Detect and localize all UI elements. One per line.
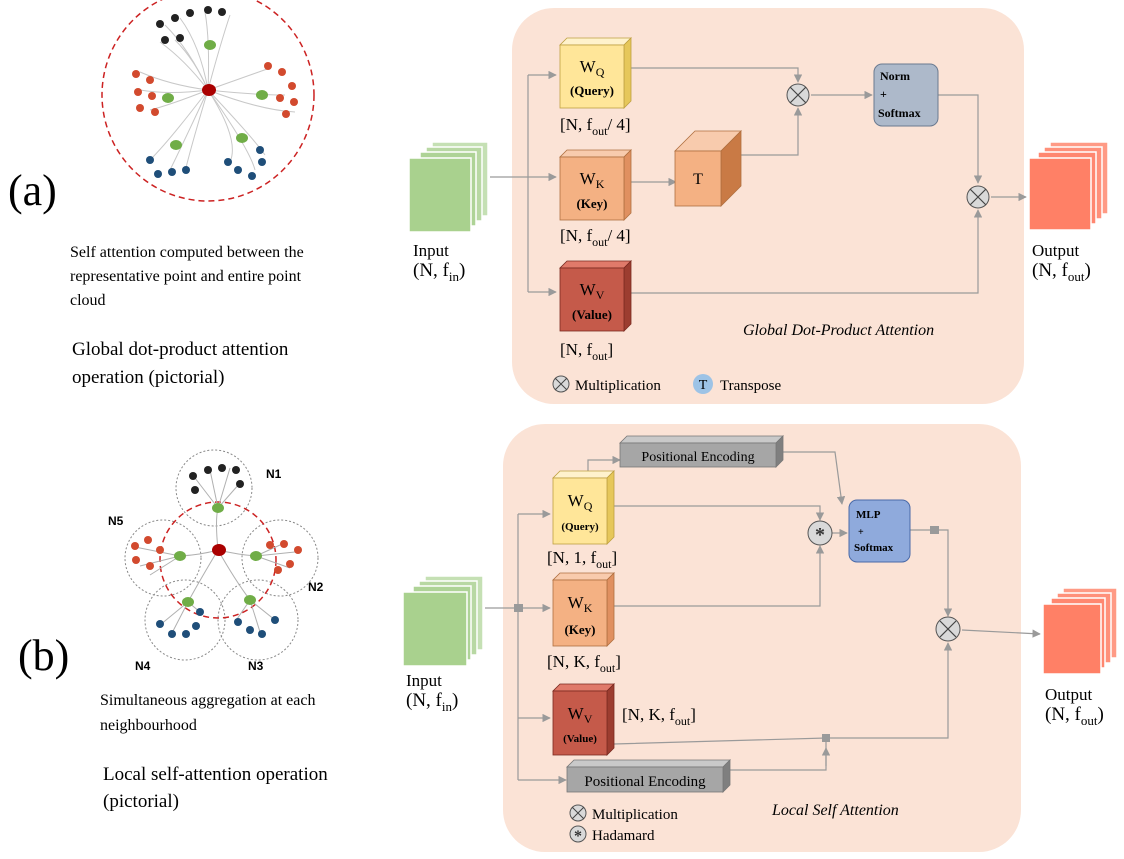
svg-text:WQ: WQ <box>568 491 593 513</box>
local-input-label: Input <box>406 671 442 690</box>
panel-b-label: (b) <box>18 631 69 680</box>
transpose-legend-icon <box>693 374 713 394</box>
panel-b-title-line1: Local self-attention operation <box>103 764 328 785</box>
global-wk-dim: [N, fout/ 4] <box>560 226 631 249</box>
panel-b-title-line2: (pictorial) <box>103 791 179 812</box>
panel-a-title-line1: Global dot-product attention <box>72 339 289 360</box>
legend-transpose-label: Transpose <box>720 378 781 394</box>
local-wv-block: WV (Value) <box>552 683 615 756</box>
local-input-stack <box>402 575 484 667</box>
mlp-plus: + <box>858 527 864 538</box>
global-output-label: Output <box>1032 241 1080 260</box>
global-point-cloud-pictorial <box>101 0 315 202</box>
junction-square-softmax <box>930 526 939 534</box>
global-wq-block: WQ (Query) <box>559 37 632 109</box>
global-input-stack <box>408 141 489 233</box>
norm-plus: + <box>880 87 887 101</box>
global-multiply-node-2 <box>966 185 990 209</box>
svg-text:WQ: WQ <box>580 57 605 79</box>
neighbourhood-label-n2: N2 <box>308 580 324 594</box>
local-wk-dim: [N, K, fout] <box>547 652 621 675</box>
panel-b: (b) <box>18 424 1118 852</box>
transpose-legend-icon-letter: T <box>699 378 708 393</box>
local-wk-block: WK (Key) <box>552 572 615 647</box>
local-input-dim: (N, fin) <box>406 690 458 714</box>
global-wq-name: (Query) <box>570 83 614 98</box>
norm-label: Norm <box>880 69 910 83</box>
local-wv-name: (Value) <box>563 733 597 745</box>
panel-a-caption-line1: Self attention computed between the <box>70 244 304 261</box>
svg-text:*: * <box>574 828 582 845</box>
local-wv-dim: [N, K, fout] <box>622 705 696 728</box>
panel-a-caption-line2: representative point and entire point <box>70 268 302 285</box>
panel-a-caption-line3: cloud <box>70 292 106 309</box>
neighbourhood-label-n1: N1 <box>266 467 282 481</box>
panel-b-caption-line1: Simultaneous aggregation at each <box>100 692 315 709</box>
legend-b-hadamard-label: Hadamard <box>592 828 655 844</box>
svg-text:WV: WV <box>580 280 605 302</box>
legend-b-multiplication-label: Multiplication <box>592 807 678 823</box>
positional-encoding-bottom-label: Positional Encoding <box>584 774 706 790</box>
global-input-dim: (N, fin) <box>413 260 465 284</box>
multiplication-legend-icon-b <box>569 804 587 822</box>
svg-text:WV: WV <box>568 704 593 726</box>
global-multiply-node-1 <box>786 83 810 107</box>
global-wv-name: (Value) <box>572 307 612 322</box>
local-attention-title: Local Self Attention <box>771 802 899 819</box>
multiplication-legend-icon <box>552 375 570 393</box>
neighbourhood-label-n4: N4 <box>135 659 151 673</box>
legend-multiplication-label: Multiplication <box>575 378 661 394</box>
global-input-label: Input <box>413 241 449 260</box>
hadamard-legend-icon: * <box>569 825 587 845</box>
panel-a-title-line2: operation (pictorial) <box>72 367 224 388</box>
positional-encoding-bottom: Positional Encoding <box>566 759 731 793</box>
neighbourhood-label-n5: N5 <box>108 514 124 528</box>
transpose-block: T <box>674 130 742 207</box>
hadamard-node: * <box>807 520 833 546</box>
global-output-dim: (N, fout) <box>1032 260 1091 284</box>
positional-encoding-top-label: Positional Encoding <box>641 450 754 465</box>
local-output-dim: (N, fout) <box>1045 704 1104 728</box>
local-wq-dim: [N, 1, fout] <box>547 548 617 571</box>
global-legend: Multiplication T Transpose <box>552 374 781 394</box>
panel-a-label: (a) <box>8 166 57 215</box>
local-multiply-node <box>935 616 961 642</box>
local-wq-block: WQ (Query) <box>552 470 615 545</box>
global-wk-block: WK (Key) <box>559 149 632 221</box>
svg-text:WK: WK <box>568 593 593 615</box>
norm-softmax-block: Norm + Softmax <box>873 63 939 127</box>
global-output-stack <box>1028 141 1109 231</box>
panel-b-caption-line2: neighbourhood <box>100 717 197 734</box>
global-wq-dim: [N, fout/ 4] <box>560 115 631 138</box>
neighbourhood-label-n3: N3 <box>248 659 264 673</box>
mlp-softmax-label: Softmax <box>854 542 894 554</box>
softmax-label: Softmax <box>878 106 921 120</box>
transpose-label: T <box>693 171 703 188</box>
local-wk-name: (Key) <box>564 622 595 637</box>
mlp-label: MLP <box>856 509 881 521</box>
panel-a: (a) <box>8 0 1109 404</box>
local-output-stack <box>1042 587 1118 675</box>
local-point-cloud-pictorial: N1 N2 N3 N4 N5 <box>108 449 324 673</box>
local-output-label: Output <box>1045 685 1093 704</box>
junction-square-value <box>822 734 830 742</box>
svg-text:WK: WK <box>580 169 605 191</box>
global-attention-title: Global Dot-Product Attention <box>743 322 934 339</box>
junction-square-input <box>514 604 523 612</box>
local-legend: Multiplication * Hadamard <box>569 804 678 845</box>
positional-encoding-top: Positional Encoding <box>619 435 784 468</box>
global-wk-name: (Key) <box>576 196 607 211</box>
mlp-softmax-block: MLP + Softmax <box>848 499 911 563</box>
local-wq-name: (Query) <box>561 521 599 533</box>
global-wv-dim: [N, fout] <box>560 340 613 363</box>
svg-text:*: * <box>815 524 825 546</box>
global-wv-block: WV (Value) <box>559 260 632 332</box>
